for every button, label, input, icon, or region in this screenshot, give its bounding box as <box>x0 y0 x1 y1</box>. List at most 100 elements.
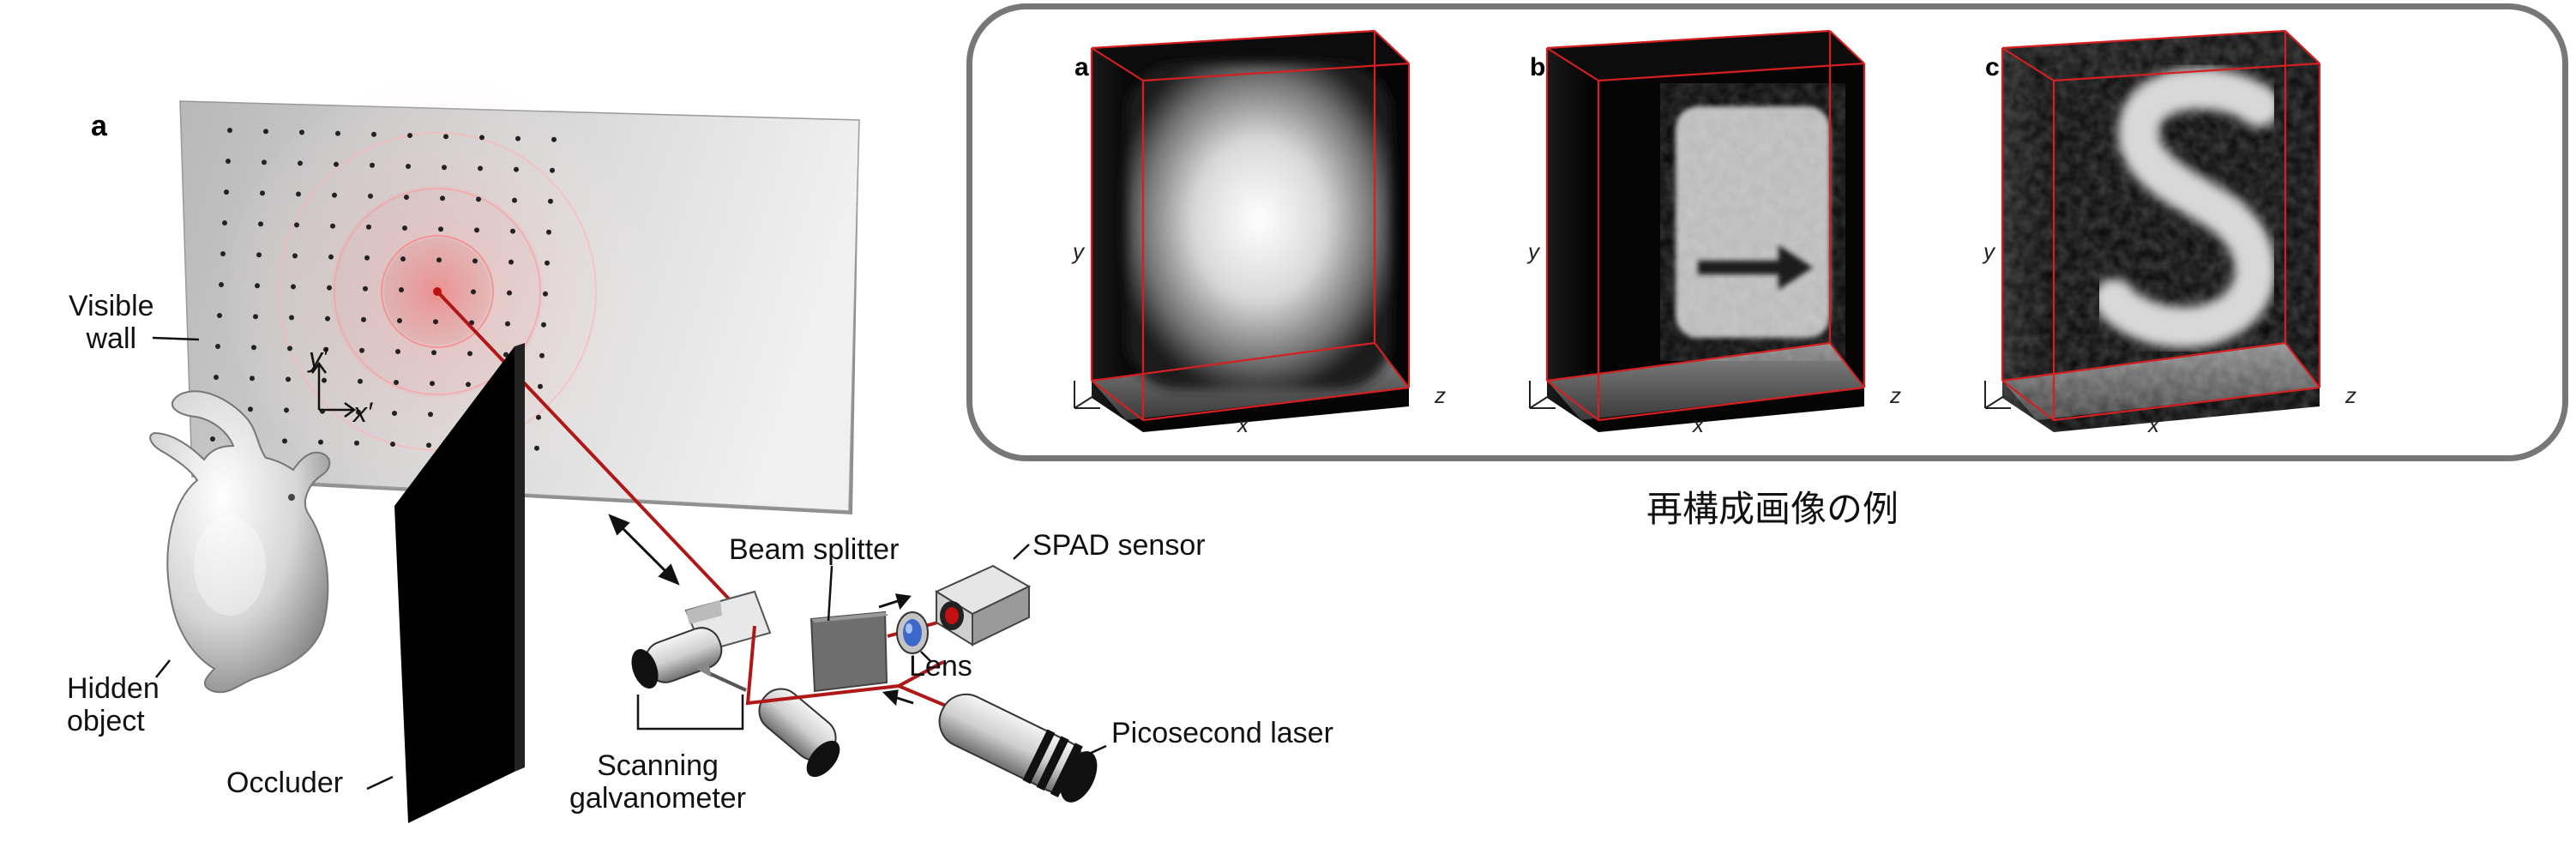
scan-dot <box>399 287 404 292</box>
volume-edge <box>1598 62 1865 82</box>
wall-axis-y-label: y′ <box>307 342 328 373</box>
reconstruction-letter-s <box>2019 55 2311 398</box>
scan-dot <box>219 282 224 287</box>
scan-dot <box>299 129 304 135</box>
scan-dot <box>215 344 220 349</box>
scan-dot <box>512 197 517 203</box>
scan-dot <box>227 128 232 133</box>
scan-dot <box>466 382 471 388</box>
scan-dot <box>356 409 361 415</box>
volume-edge <box>1142 62 1410 82</box>
scan-dot <box>322 377 327 383</box>
scan-dot <box>538 383 543 389</box>
scan-dot <box>296 191 301 197</box>
scanning-galvanometer <box>631 590 840 778</box>
scan-dot <box>330 223 335 229</box>
scan-dot <box>224 189 229 195</box>
scan-dot <box>505 321 510 327</box>
laser-leader <box>1086 744 1107 756</box>
scan-dot <box>394 380 399 385</box>
reconstruction-panel-letter: a <box>1074 53 1089 81</box>
scan-dot <box>292 253 298 259</box>
occluder <box>394 343 525 823</box>
hidden-object-label-line1: Hidden <box>67 672 159 705</box>
scan-dot <box>407 133 412 138</box>
visible-wall-label-line2: wall <box>86 322 137 355</box>
beam-splitter-leader <box>827 565 834 622</box>
scan-dot <box>436 257 442 263</box>
scan-dot <box>217 313 222 318</box>
scan-dot <box>550 167 555 173</box>
axis-triad-icon <box>1984 381 2011 409</box>
axis-x-label: x <box>1693 412 1704 437</box>
volume-edge <box>1091 47 1144 81</box>
reconstruction-panel-letter: c <box>1985 53 2000 81</box>
scan-dot <box>318 439 323 445</box>
scan-dot <box>258 221 263 227</box>
scan-dot <box>210 436 215 442</box>
scan-dot <box>471 289 476 295</box>
hidden-object-bunny <box>149 390 331 694</box>
scan-dot <box>359 347 364 353</box>
scan-dot <box>545 260 550 266</box>
scan-dot <box>291 284 296 290</box>
scan-dot <box>248 406 253 412</box>
volume-edge <box>2001 47 2055 81</box>
axis-x-label: x <box>1237 412 1249 437</box>
scan-dot <box>250 376 255 382</box>
scan-dot <box>260 190 265 196</box>
scan-grid-dots <box>210 128 557 451</box>
scan-dot <box>392 411 397 416</box>
galvanometer-label-line1: Scanning <box>597 749 719 782</box>
volume-edge <box>1142 386 1410 422</box>
volume-edge <box>1829 342 1865 388</box>
scan-dot <box>400 256 406 262</box>
volume-edge <box>2001 380 2055 421</box>
scan-dot <box>255 283 260 289</box>
lens-label: Lens <box>909 650 972 683</box>
scan-dot <box>548 198 553 204</box>
axis-y-label: y <box>1983 238 1995 264</box>
scan-dot <box>438 226 443 232</box>
scanning-galvanometer-label: Scanning galvanometer <box>569 749 746 815</box>
volume-edge <box>1546 29 1831 50</box>
volume-edge <box>1374 342 1410 388</box>
scan-dot <box>325 316 330 322</box>
reconstruction-panel-letter: b <box>1530 53 1546 81</box>
volume-edge <box>2053 62 2320 82</box>
volume-edge <box>1546 47 1599 81</box>
hidden-object-label: Hidden object <box>67 672 159 737</box>
volume-edge <box>2284 30 2320 64</box>
scan-dot <box>262 159 267 165</box>
scan-dot <box>534 445 539 451</box>
reconstruction-panel-group <box>1074 29 2321 432</box>
scan-dot <box>397 318 402 323</box>
spad-leader <box>1013 544 1030 560</box>
volume-edge <box>2001 29 2286 50</box>
visible-wall-label: Visible wall <box>69 290 154 355</box>
picosecond-laser-label: Picosecond laser <box>1111 717 1333 749</box>
reconstruction-panel-a <box>1074 29 1411 432</box>
scan-dot <box>541 322 546 328</box>
scan-dot <box>551 136 557 142</box>
scan-dot <box>442 165 447 171</box>
beam-direction-arrows <box>878 593 914 707</box>
scan-dot <box>332 192 337 198</box>
axis-y-label: y <box>1528 238 1539 264</box>
scan-dot <box>298 160 303 166</box>
scan-dot <box>263 129 268 135</box>
laser-spot <box>433 287 442 296</box>
scan-dot <box>426 442 431 448</box>
reconstruction-panel-b <box>1529 29 1866 432</box>
visible-wall-label-line1: Visible <box>69 290 154 322</box>
scan-dot <box>358 378 363 384</box>
scan-dot <box>472 258 478 264</box>
scan-dot <box>430 381 435 387</box>
scan-dot <box>510 228 515 234</box>
axis-z-label: z <box>2345 382 2356 408</box>
scan-dot <box>370 162 375 168</box>
scan-dot <box>515 135 521 141</box>
scan-dot <box>226 159 231 164</box>
volume-edge <box>1374 30 1410 64</box>
